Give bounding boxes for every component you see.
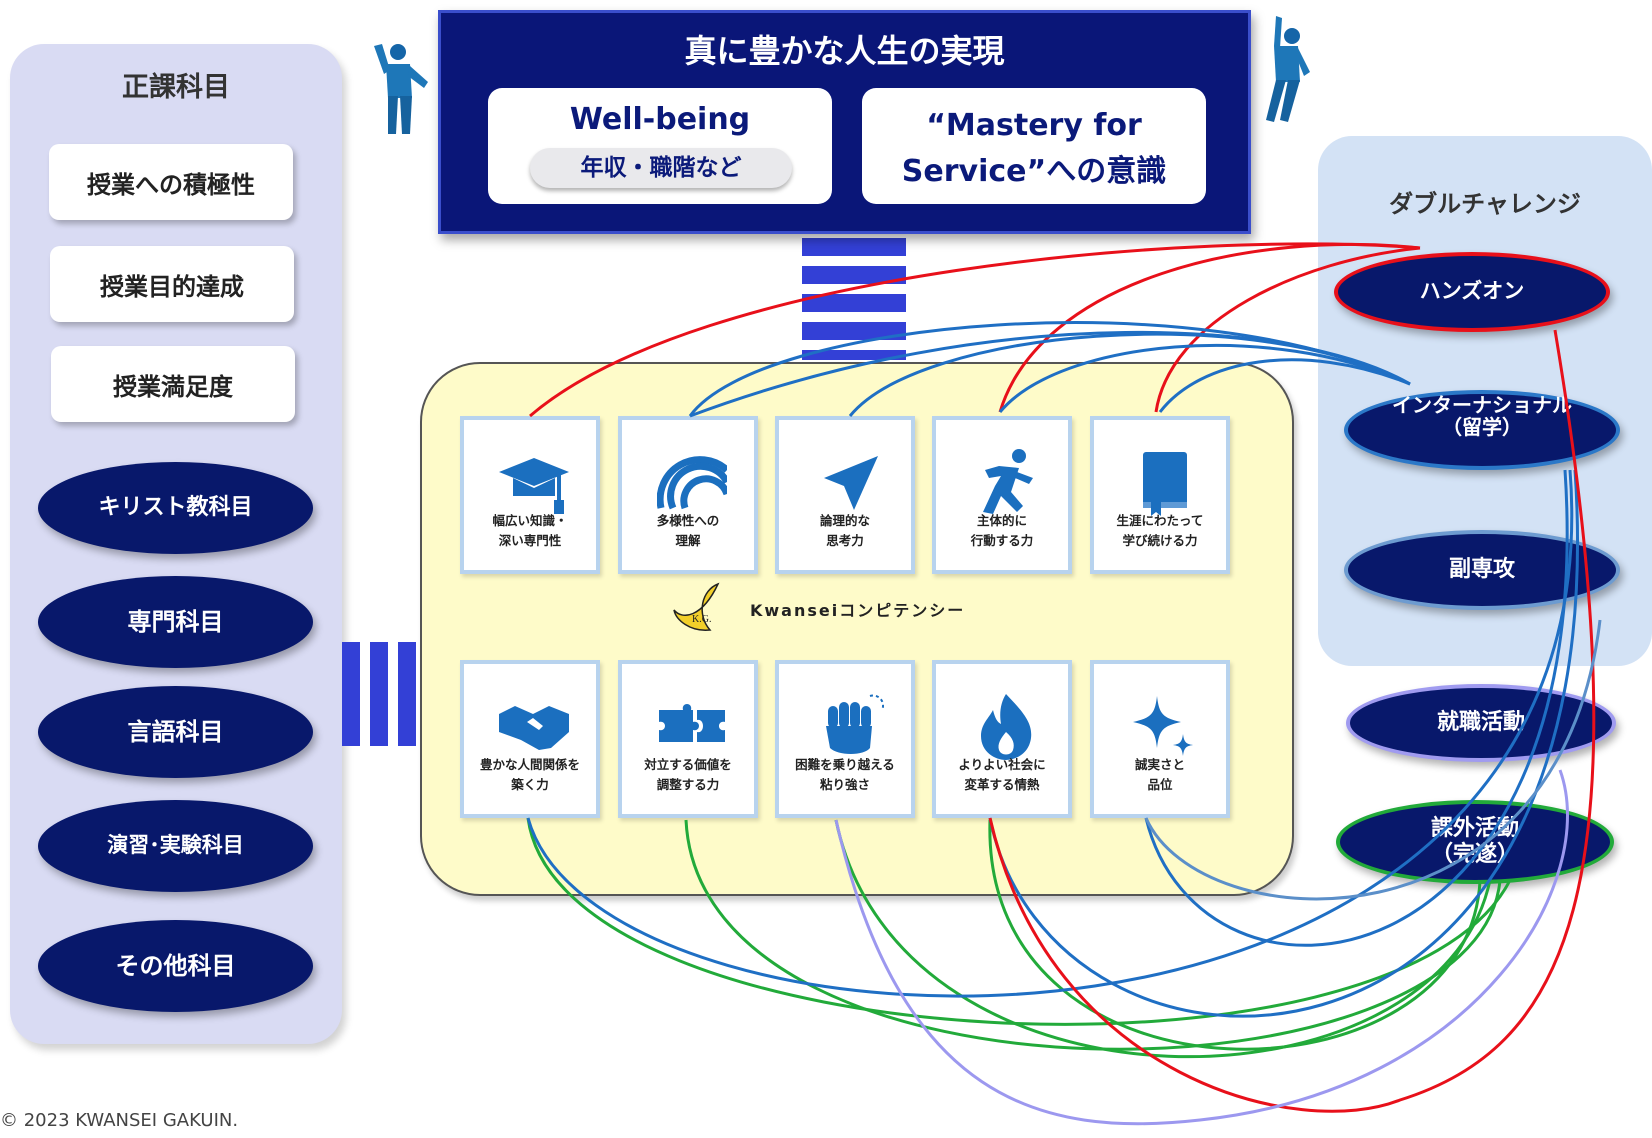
language-courses-oval: 言語科目 [38,686,313,778]
minor-oval: 副専攻 [1344,530,1620,610]
major-courses-oval: 専門科目 [38,576,313,668]
class-goal-achievement-item: 授業目的達成 [50,246,294,322]
sparkle-icon [1133,696,1193,756]
regular-courses-title: 正課科目 [122,72,230,103]
tile-label: 対立する価値を 調整する力 [644,757,732,792]
double-challenge-title: ダブルチャレンジ [1389,190,1581,218]
tile-label: 困難を乗り越える 粘り強さ [795,757,895,792]
job-hunting-oval: 就職活動 [1346,684,1616,762]
arrow-cursor-icon [824,456,878,510]
copyright-footer: © 2023 KWANSEI GAKUIN. [0,1110,239,1131]
competency-tile-logic: 論理的な 思考力 [775,416,915,574]
competency-tile-initiative: 主体的に 行動する力 [932,416,1072,574]
tile-label: 生涯にわたって 学び続ける力 [1116,513,1204,548]
puzzle-icon [659,704,725,742]
tile-label: よりよい社会に 変革する情熱 [958,757,1046,792]
kg-moon-logo: K.G. [673,582,720,631]
income-rank-pill: 年収・職階など [530,148,792,188]
tile-label: 誠実さと 品位 [1134,757,1185,792]
fist-icon [826,694,884,754]
rainbow-icon [657,456,727,510]
mastery-line1: “Mastery for [926,108,1142,143]
seminar-lab-courses-oval: 演習･実験科目 [38,800,313,892]
competency-tile-diversity: 多様性への 理解 [618,416,758,574]
extracurricular-oval: 課外活動 （完遂） [1336,800,1614,884]
hands-on-oval: ハンズオン [1334,252,1610,332]
mastery-line2: Service”への意識 [901,154,1167,189]
left-connector-stripes [342,642,418,746]
graduation-cap-icon [499,458,569,514]
handshake-icon [499,706,569,750]
competency-tile-perseverance: 困難を乗り越える 粘り強さ [775,660,915,818]
top-connector-stripes [802,238,906,362]
kwansei-competency-label: Kwanseiコンピテンシー [750,601,966,620]
tile-label: 幅広い知識・ 深い専門性 [492,513,568,548]
competency-tile-knowledge: 幅広い知識・ 深い専門性 [460,416,600,574]
kg-logo-text: K.G. [692,614,711,625]
competency-tile-value-coordination: 対立する価値を 調整する力 [618,660,758,818]
well-being-title: Well-being [569,102,751,137]
tile-label: 豊かな人間関係を 築く力 [479,757,580,792]
competency-tile-passion: よりよい社会に 変革する情熱 [932,660,1072,818]
competency-tile-relationships: 豊かな人間関係を 築く力 [460,660,600,818]
other-courses-oval: その他科目 [38,920,313,1012]
mastery-card [862,88,1206,204]
fulfilling-life-title: 真に豊かな人生の実現 [684,32,1005,70]
competency-tile-lifelong-learning: 生涯にわたって 学び続ける力 [1090,416,1230,574]
tile-label: 多様性への 理解 [656,513,720,548]
flame-icon [981,694,1032,760]
international-study-oval: インターナショナル （留学） [1344,390,1620,470]
competency-tile-integrity: 誠実さと 品位 [1090,660,1230,818]
class-engagement-item: 授業への積極性 [49,144,293,220]
tile-label: 主体的に 行動する力 [970,513,1034,548]
running-person-icon [983,449,1033,514]
tile-label: 論理的な 思考力 [819,513,870,548]
christianity-courses-oval: キリスト教科目 [38,462,313,554]
person-waving-left-icon [374,44,428,134]
person-cheering-right-icon [1266,16,1310,122]
book-icon [1143,452,1187,516]
class-satisfaction-item: 授業満足度 [51,346,295,422]
